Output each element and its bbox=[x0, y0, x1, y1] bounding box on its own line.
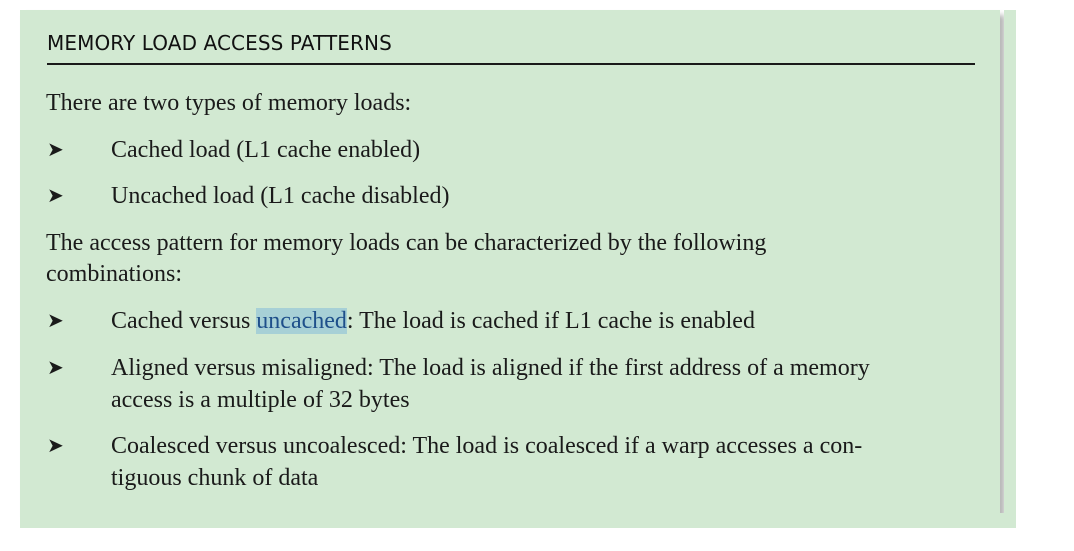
pattern-item: Cached versus uncached: The load is cach… bbox=[111, 306, 755, 336]
sidebar-box-edge bbox=[20, 513, 1016, 528]
arrow-bullet-icon: ➤ bbox=[47, 308, 64, 332]
title-rule bbox=[47, 63, 975, 65]
sidebar-box-edge bbox=[1004, 10, 1016, 528]
highlighted-word: uncached bbox=[256, 308, 347, 334]
load-type-item: Cached load (L1 cache enabled) bbox=[111, 137, 421, 163]
arrow-bullet-icon: ➤ bbox=[47, 137, 64, 161]
pattern-item-line: Coalesced versus uncoalesced: The load i… bbox=[111, 433, 863, 459]
pattern-item-line: access is a multiple of 32 bytes bbox=[111, 387, 410, 413]
pattern-intro-line: combinations: bbox=[46, 261, 182, 287]
arrow-bullet-icon: ➤ bbox=[47, 183, 64, 207]
arrow-bullet-icon: ➤ bbox=[47, 355, 64, 379]
pattern-item-line: tiguous chunk of data bbox=[111, 465, 319, 491]
load-type-item: Uncached load (L1 cache disabled) bbox=[111, 183, 450, 209]
pattern-intro-line: The access pattern for memory loads can … bbox=[46, 230, 767, 256]
intro-paragraph: There are two types of memory loads: bbox=[46, 90, 412, 116]
box-title: MEMORY LOAD ACCESS PATTERNS bbox=[47, 31, 392, 55]
pattern-item-line: Aligned versus misaligned: The load is a… bbox=[111, 355, 870, 381]
sidebar-box bbox=[20, 10, 1000, 513]
pattern-text: Cached versus bbox=[111, 308, 257, 334]
arrow-bullet-icon: ➤ bbox=[47, 433, 64, 457]
pattern-text: : The load is cached if L1 cache is enab… bbox=[346, 308, 755, 334]
